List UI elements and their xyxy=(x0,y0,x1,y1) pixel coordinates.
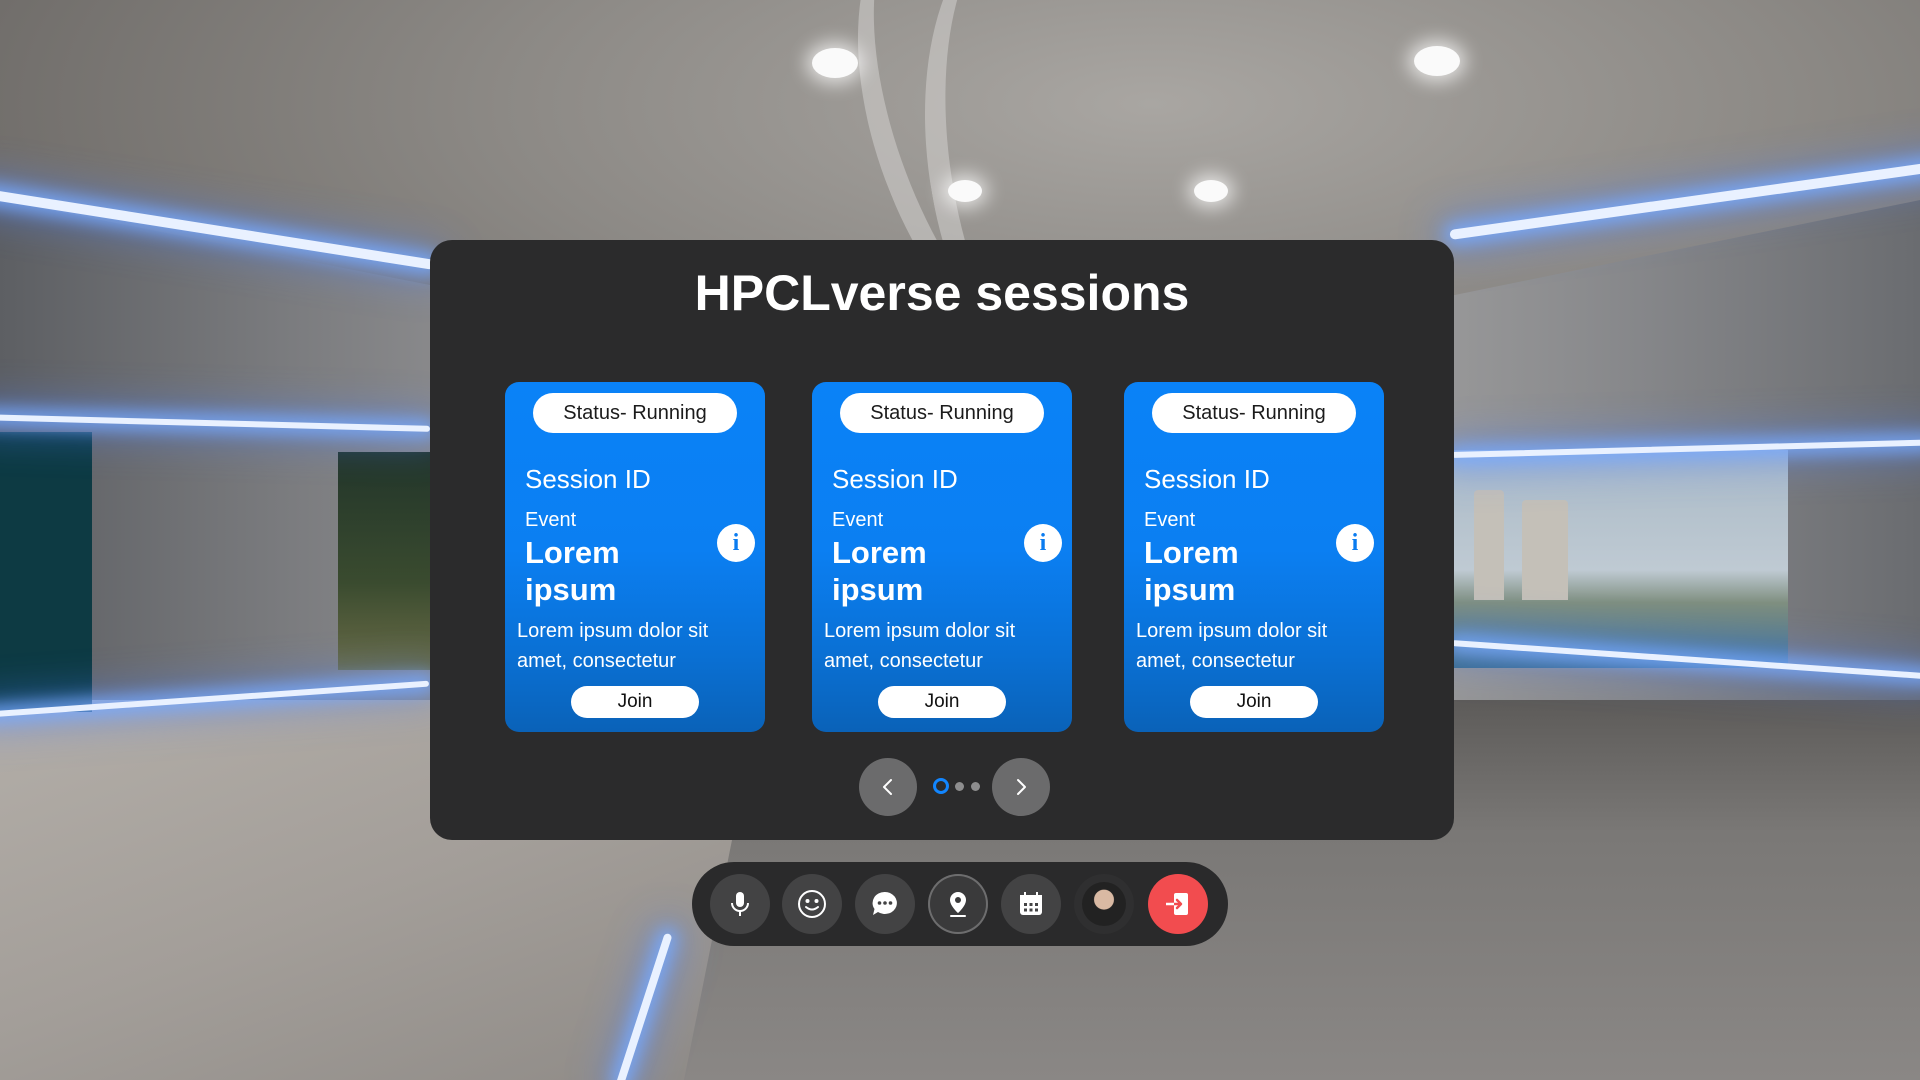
event-label: Event xyxy=(1144,509,1196,531)
chat-button[interactable] xyxy=(855,874,915,934)
session-card: Status- Running Session ID Event Lorem i… xyxy=(1124,382,1384,732)
wall-screen-left-2 xyxy=(338,452,430,670)
event-name: Lorem ipsum xyxy=(1144,535,1239,607)
session-description: Lorem ipsum dolor sit amet, consectetur xyxy=(517,620,709,672)
session-card: Status- Running Session ID Event Lorem i… xyxy=(812,382,1072,732)
session-id-label: Session ID xyxy=(1144,464,1270,494)
join-button[interactable]: Join xyxy=(878,686,1006,718)
location-button[interactable] xyxy=(928,874,988,934)
chat-bubble-icon xyxy=(872,891,897,915)
ceiling-light xyxy=(1414,46,1460,76)
session-cards: Status- Running Session ID Event Lorem i… xyxy=(430,382,1454,734)
info-icon[interactable]: i xyxy=(1024,524,1062,562)
event-name: Lorem ipsum xyxy=(832,535,927,607)
page-dot[interactable] xyxy=(955,782,964,791)
pagination xyxy=(430,758,1454,816)
profile-button[interactable] xyxy=(1074,874,1134,934)
exit-door-icon xyxy=(1166,893,1188,915)
wall-screen-left xyxy=(0,432,92,712)
next-page-button[interactable] xyxy=(992,758,1050,816)
location-pin-icon xyxy=(950,892,966,917)
info-icon[interactable]: i xyxy=(1336,524,1374,562)
microphone-icon xyxy=(731,892,749,916)
cooling-tower xyxy=(1474,490,1504,600)
event-label: Event xyxy=(525,509,577,531)
calendar-button[interactable] xyxy=(1001,874,1061,934)
status-badge: Status- Running xyxy=(533,393,737,433)
session-card: Status- Running Session ID Event Lorem i… xyxy=(505,382,765,732)
chevron-left-icon xyxy=(883,779,892,795)
calendar-icon xyxy=(1020,892,1042,915)
emoji-button[interactable] xyxy=(782,874,842,934)
ceiling-light xyxy=(948,180,982,202)
event-label: Event xyxy=(832,509,884,531)
microphone-button[interactable] xyxy=(710,874,770,934)
wall-screen-right xyxy=(1452,450,1788,668)
smiley-icon xyxy=(798,890,826,918)
join-button[interactable]: Join xyxy=(1190,686,1318,718)
exit-button[interactable] xyxy=(1148,874,1208,934)
avatar xyxy=(1082,882,1126,926)
page-dot[interactable] xyxy=(971,782,980,791)
ceiling-light xyxy=(812,48,858,78)
sessions-modal: HPCLverse sessions Status- Running Sessi… xyxy=(430,240,1454,840)
session-description: Lorem ipsum dolor sit amet, consectetur xyxy=(824,620,1016,672)
chevron-right-icon xyxy=(1017,779,1026,795)
prev-page-button[interactable] xyxy=(859,758,917,816)
status-badge: Status- Running xyxy=(1152,393,1356,433)
session-description: Lorem ipsum dolor sit amet, consectetur xyxy=(1136,620,1328,672)
page-dot-active[interactable] xyxy=(933,778,949,794)
ceiling-light xyxy=(1194,180,1228,202)
modal-title: HPCLverse sessions xyxy=(694,265,1190,321)
join-button[interactable]: Join xyxy=(571,686,699,718)
event-name: Lorem ipsum xyxy=(525,535,620,607)
session-id-label: Session ID xyxy=(525,464,651,494)
status-badge: Status- Running xyxy=(840,393,1044,433)
session-id-label: Session ID xyxy=(832,464,958,494)
info-icon[interactable]: i xyxy=(717,524,755,562)
bottom-toolbar xyxy=(692,862,1228,946)
cooling-tower xyxy=(1522,500,1568,600)
